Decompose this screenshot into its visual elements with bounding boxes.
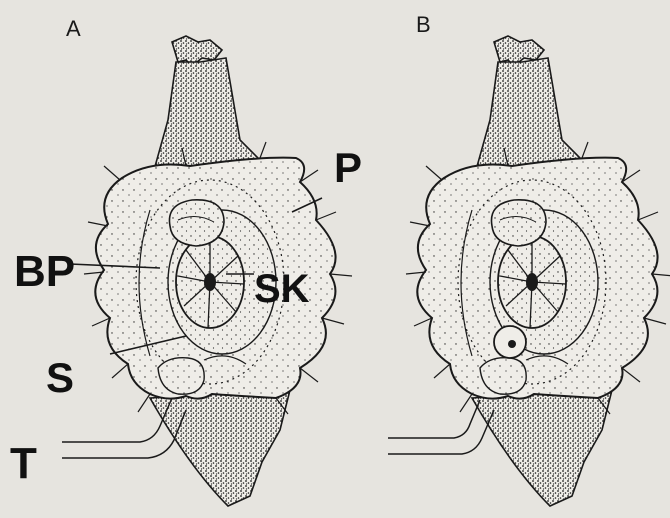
label-bp: BP: [14, 247, 75, 296]
organism-drawing-a: [84, 36, 352, 506]
label-s: S: [46, 354, 74, 401]
panel-a: A BP SK P S T: [10, 16, 362, 506]
panel-b: B: [388, 12, 670, 506]
panel-b-letter: B: [416, 12, 431, 37]
panel-a-letter: A: [66, 16, 81, 41]
label-t: T: [10, 439, 37, 488]
label-p: P: [334, 144, 362, 191]
inclusion-b: [494, 326, 526, 358]
organism-drawing-b: [406, 36, 670, 506]
label-sk: SK: [254, 267, 310, 311]
